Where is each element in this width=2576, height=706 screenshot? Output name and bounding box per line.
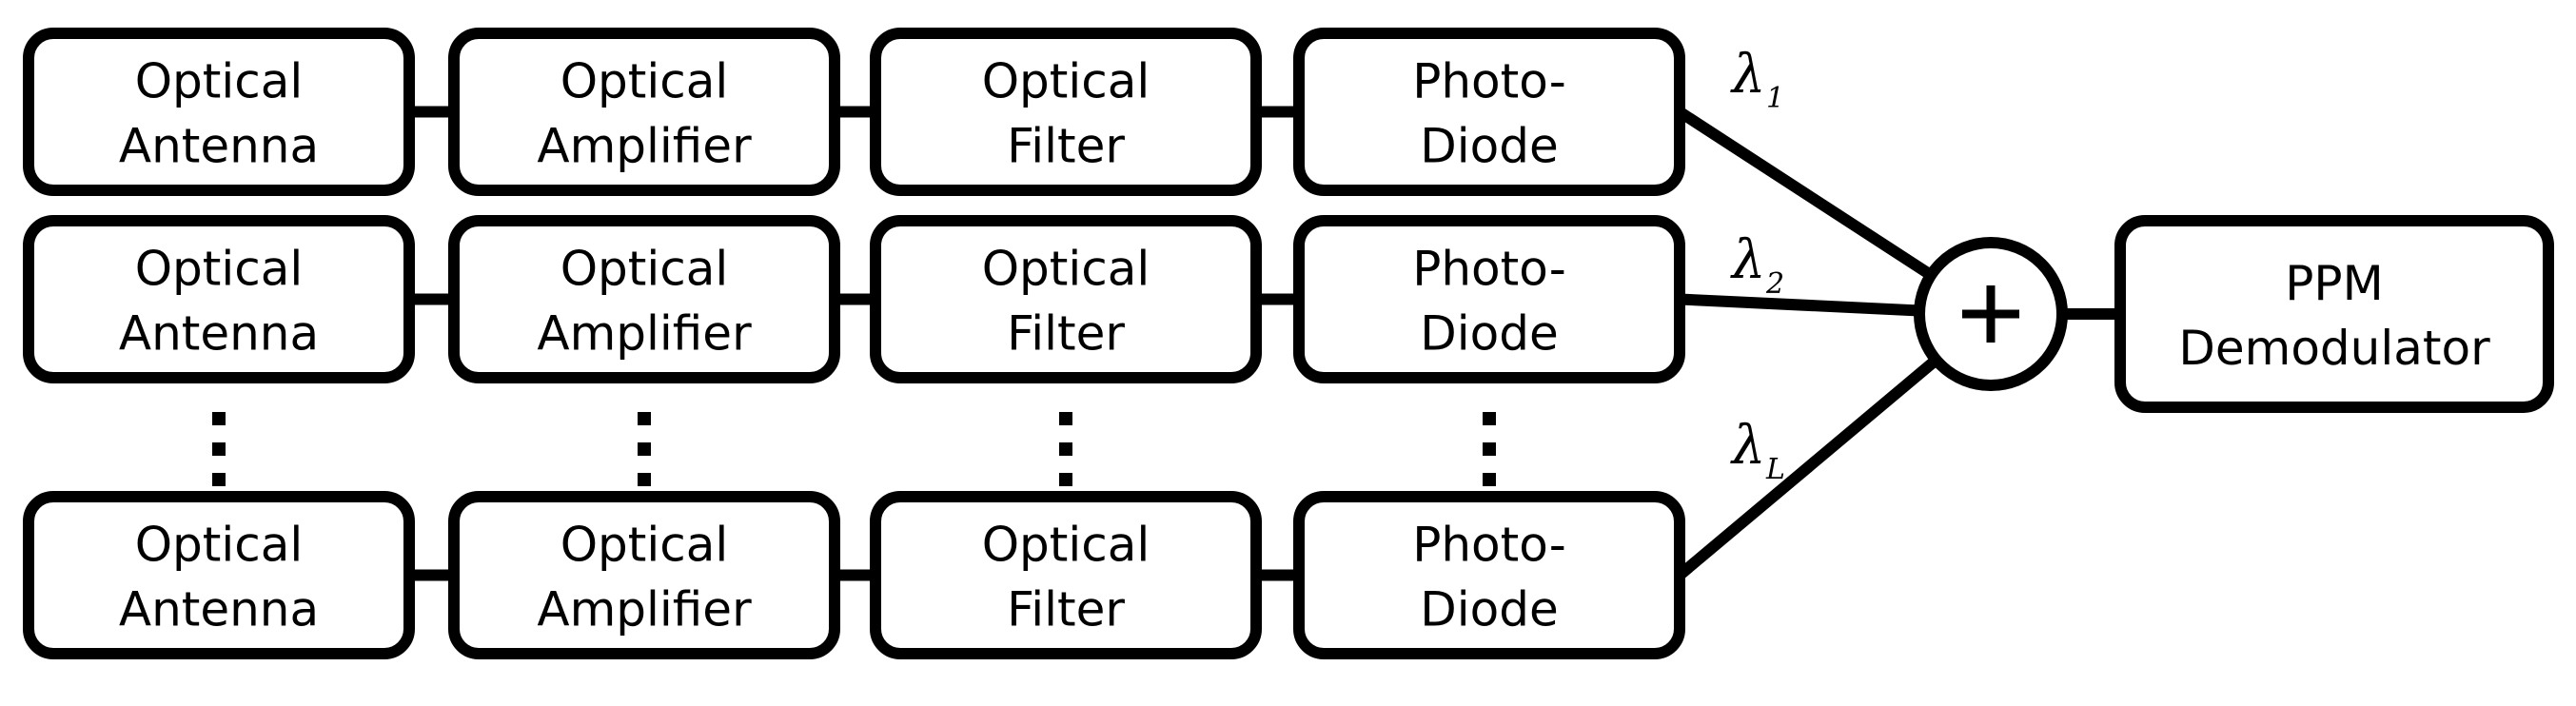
block-label-line1: Optical (560, 54, 729, 109)
ellipsis-dot (212, 473, 226, 486)
block-label-line2: Amplifier (537, 306, 752, 362)
ellipsis-dot (1483, 442, 1496, 456)
wire-row-1-photodiode-to-combiner (1676, 107, 1935, 281)
signal-combiner (1914, 237, 2068, 391)
block-label-line1: Optical (982, 518, 1150, 573)
block-label-line2: Antenna (119, 582, 319, 637)
ellipsis-dots-filter (1059, 412, 1072, 486)
block-label-line2: Amplifier (537, 582, 752, 637)
lambda-subscript: 2 (1765, 267, 1784, 301)
block-frame (23, 28, 415, 196)
block-label-line1: Optical (135, 518, 304, 573)
block-label-line2: Diode (1420, 582, 1558, 637)
block-label-line1: Optical (135, 54, 304, 109)
block-label-line2: Filter (1007, 119, 1125, 174)
ellipsis-dot (1059, 442, 1072, 456)
processing-blocks: OpticalAntennaOpticalAmplifierOpticalFil… (23, 28, 2554, 659)
block-frame (1293, 491, 1685, 659)
lambda-symbol: λ (1730, 44, 1766, 106)
demodulator-label-line2: Demodulator (2178, 321, 2490, 376)
block-label-line2: Diode (1420, 119, 1558, 174)
block-frame (2114, 215, 2554, 413)
wire-row-L-photodiode-to-combiner (1676, 355, 1940, 580)
block-frame (870, 491, 1262, 659)
lambda-symbol: λ (1730, 229, 1766, 291)
block-frame (23, 491, 415, 659)
block-label-line1: Photo- (1412, 518, 1566, 573)
block-label-line1: Photo- (1412, 242, 1566, 297)
ellipsis-dot (638, 442, 651, 456)
ellipsis-dot (1059, 473, 1072, 486)
block-row-L-photodiode: Photo- Diode (1293, 491, 1685, 659)
block-label-line2: Filter (1007, 306, 1125, 362)
block-label-line2: Diode (1420, 306, 1558, 362)
block-label-line1: Photo- (1412, 54, 1566, 109)
block-label-line2: Antenna (119, 306, 319, 362)
block-ppm-demodulator: PPM Demodulator (2114, 215, 2554, 413)
demodulator-label-line1: PPM (2285, 256, 2383, 311)
block-frame (870, 215, 1262, 383)
block-label-line1: Optical (982, 242, 1150, 297)
block-frame (1293, 215, 1685, 383)
block-row-1-photodiode: Photo- Diode (1293, 28, 1685, 196)
ellipsis-dot (638, 473, 651, 486)
block-frame (23, 215, 415, 383)
wire-row-2-photodiode-to-combiner (1679, 293, 1920, 317)
ellipsis-dots-amplifier (638, 412, 651, 486)
ellipsis-dots-photodiode (1483, 412, 1496, 486)
ellipsis-dot (212, 442, 226, 456)
ellipsis-dot (1059, 412, 1072, 425)
block-label-line1: Optical (982, 54, 1150, 109)
block-frame (870, 28, 1262, 196)
ellipsis-dots-antenna (212, 412, 226, 486)
ellipsis-dot (638, 412, 651, 425)
block-frame (448, 28, 840, 196)
lambda-symbol: λ (1730, 415, 1766, 477)
block-frame (1293, 28, 1685, 196)
block-label-line2: Amplifier (537, 119, 752, 174)
lambda-subscript: L (1765, 453, 1785, 486)
block-label-line2: Antenna (119, 119, 319, 174)
lambda-subscript: 1 (1766, 82, 1784, 115)
block-label-line1: Optical (560, 242, 729, 297)
ellipsis-dot (1483, 412, 1496, 425)
block-row-2-photodiode: Photo- Diode (1293, 215, 1685, 383)
continuation-dots (212, 412, 1496, 486)
block-label-line2: Filter (1007, 582, 1125, 637)
block-frame (448, 215, 840, 383)
connection-wires (409, 106, 2120, 581)
ellipsis-dot (1483, 473, 1496, 486)
ellipsis-dot (212, 412, 226, 425)
block-frame (448, 491, 840, 659)
block-label-line1: Optical (135, 242, 304, 297)
block-label-line1: Optical (560, 518, 729, 573)
